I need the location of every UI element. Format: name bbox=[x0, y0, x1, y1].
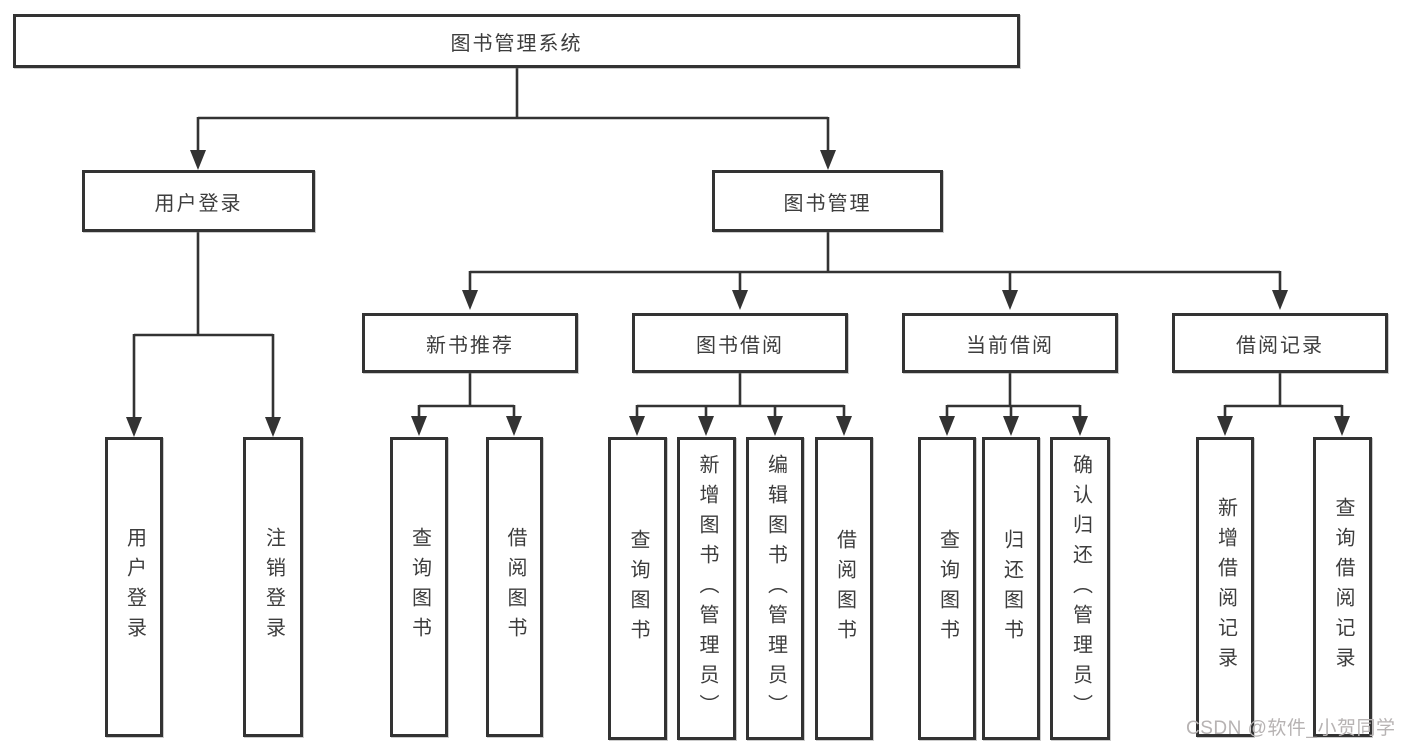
node-leaf-return-book: 归还图书 bbox=[982, 437, 1040, 740]
arrowhead-down-icon bbox=[1002, 290, 1018, 310]
arrowhead-down-icon bbox=[939, 416, 955, 436]
node-leaf-query-borrow-record: 查询借阅记录 bbox=[1313, 437, 1372, 737]
arrowhead-down-icon bbox=[698, 416, 714, 436]
arrowhead-down-icon bbox=[506, 416, 522, 436]
csdn-watermark: CSDN @软件_小贺同学 bbox=[1186, 718, 1396, 739]
connectors-book-management bbox=[462, 231, 1288, 310]
node-borrow-record-label: 借阅记录 bbox=[1236, 334, 1324, 357]
node-current-borrow: 当前借阅 bbox=[902, 313, 1118, 373]
node-new-book-recommend: 新书推荐 bbox=[362, 313, 578, 373]
arrowhead-down-icon bbox=[1003, 416, 1019, 436]
node-root-label: 图书管理系统 bbox=[450, 32, 583, 55]
node-root: 图书管理系统 bbox=[13, 14, 1020, 68]
node-leaf-edit-book: 编辑图书（管理员） bbox=[746, 437, 804, 740]
node-book-borrow-label: 图书借阅 bbox=[696, 334, 784, 357]
node-leaf-confirm-return: 确认归还（管理员） bbox=[1050, 437, 1110, 740]
node-user-login-label: 用户登录 bbox=[154, 192, 243, 215]
node-leaf-borrow-book-b: 借阅图书 bbox=[815, 437, 873, 740]
node-leaf-edit-book-label: 编辑图书（管理员） bbox=[764, 453, 787, 724]
arrowhead-down-icon bbox=[411, 416, 427, 436]
node-book-borrow: 图书借阅 bbox=[632, 313, 848, 373]
node-leaf-query-book-a-label: 查询图书 bbox=[408, 527, 431, 647]
arrowhead-down-icon bbox=[126, 417, 142, 437]
node-leaf-borrow-book-b-label: 借阅图书 bbox=[833, 528, 856, 649]
node-leaf-borrow-book-a-label: 借阅图书 bbox=[504, 527, 526, 647]
arrowhead-down-icon bbox=[767, 416, 783, 436]
node-leaf-confirm-return-label: 确认归还（管理员） bbox=[1069, 453, 1092, 724]
arrowhead-down-icon bbox=[732, 290, 748, 310]
arrowhead-down-icon bbox=[1217, 416, 1233, 436]
node-leaf-borrow-book-a: 借阅图书 bbox=[486, 437, 543, 737]
connectors-book-borrow bbox=[629, 372, 852, 436]
arrowhead-down-icon bbox=[190, 150, 206, 170]
node-leaf-add-book: 新增图书（管理员） bbox=[677, 437, 736, 740]
node-leaf-query-book-c: 查询图书 bbox=[918, 437, 976, 740]
connectors-current-borrow bbox=[939, 372, 1088, 436]
arrowhead-down-icon bbox=[1072, 416, 1088, 436]
node-current-borrow-label: 当前借阅 bbox=[966, 334, 1054, 357]
node-leaf-query-book-b: 查询图书 bbox=[608, 437, 667, 740]
node-user-login: 用户登录 bbox=[82, 170, 315, 232]
node-book-management: 图书管理 bbox=[712, 170, 943, 232]
node-leaf-logout: 注销登录 bbox=[243, 437, 303, 737]
connectors-new-book-recommend bbox=[411, 372, 522, 436]
arrowhead-down-icon bbox=[265, 417, 281, 437]
node-leaf-add-borrow-record: 新增借阅记录 bbox=[1196, 437, 1254, 737]
connectors-borrow-record bbox=[1217, 372, 1350, 436]
arrowhead-down-icon bbox=[836, 416, 852, 436]
arrowhead-down-icon bbox=[820, 150, 836, 170]
node-leaf-return-book-label: 归还图书 bbox=[1000, 528, 1023, 649]
node-leaf-add-book-label: 新增图书（管理员） bbox=[696, 453, 718, 724]
node-leaf-query-book-b-label: 查询图书 bbox=[627, 528, 649, 649]
arrowhead-down-icon bbox=[629, 416, 645, 436]
node-leaf-user-login: 用户登录 bbox=[105, 437, 163, 737]
node-leaf-query-book-a: 查询图书 bbox=[390, 437, 448, 737]
node-leaf-query-borrow-record-label: 查询借阅记录 bbox=[1332, 497, 1354, 677]
node-leaf-add-borrow-record-label: 新增借阅记录 bbox=[1214, 497, 1237, 677]
node-book-management-label: 图书管理 bbox=[783, 192, 872, 215]
node-borrow-record: 借阅记录 bbox=[1172, 313, 1388, 373]
connectors-root bbox=[190, 66, 836, 170]
arrowhead-down-icon bbox=[462, 290, 478, 310]
arrowhead-down-icon bbox=[1334, 416, 1350, 436]
node-leaf-user-login-label: 用户登录 bbox=[123, 527, 146, 647]
node-leaf-query-book-c-label: 查询图书 bbox=[936, 528, 959, 649]
node-new-book-recommend-label: 新书推荐 bbox=[426, 334, 514, 357]
connectors-user-login bbox=[126, 231, 281, 437]
node-leaf-logout-label: 注销登录 bbox=[262, 527, 285, 647]
arrowhead-down-icon bbox=[1272, 290, 1288, 310]
